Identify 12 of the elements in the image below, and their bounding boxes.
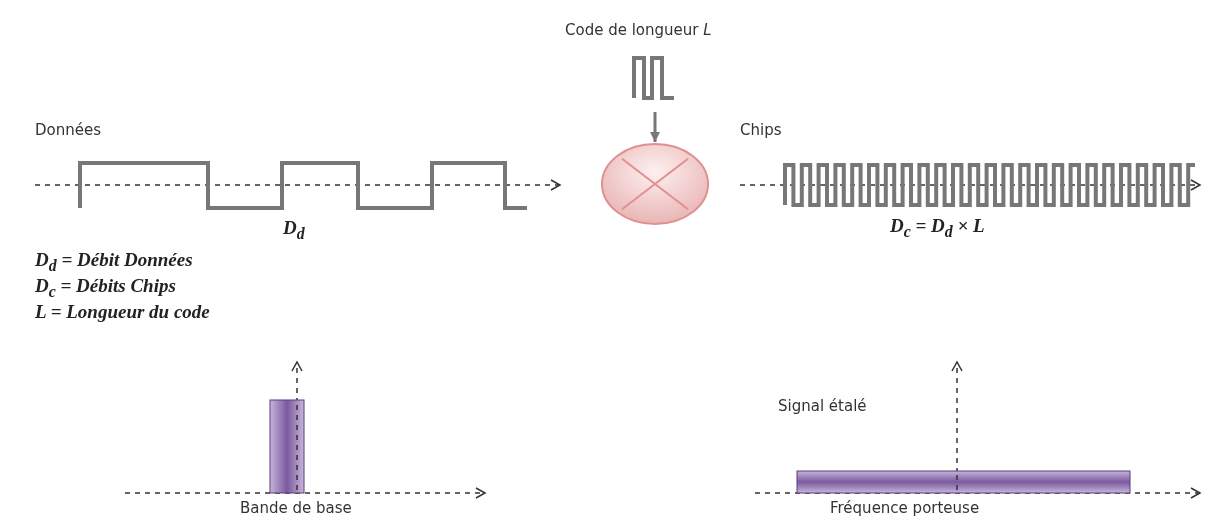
formula: D$_{c}$ = Débits Chips	[35, 276, 176, 301]
axis-label: Signal étalé	[778, 398, 867, 415]
axis-label: Fréquence porteuse	[830, 500, 980, 517]
arrow	[650, 112, 660, 142]
formula: D$_{d}$ = Débit Données	[35, 250, 193, 275]
axis-label: Données	[35, 122, 101, 139]
axis-label: Bande de base	[240, 500, 352, 517]
formula: L = Longueur du code	[35, 302, 210, 323]
axis-label: Chips	[740, 122, 782, 139]
signal-label: Code de longueur L	[565, 22, 712, 39]
formula: D$_{c}$ = D$_{d}$ × L	[890, 216, 985, 241]
rate-label: D$_{d}$	[283, 218, 305, 243]
